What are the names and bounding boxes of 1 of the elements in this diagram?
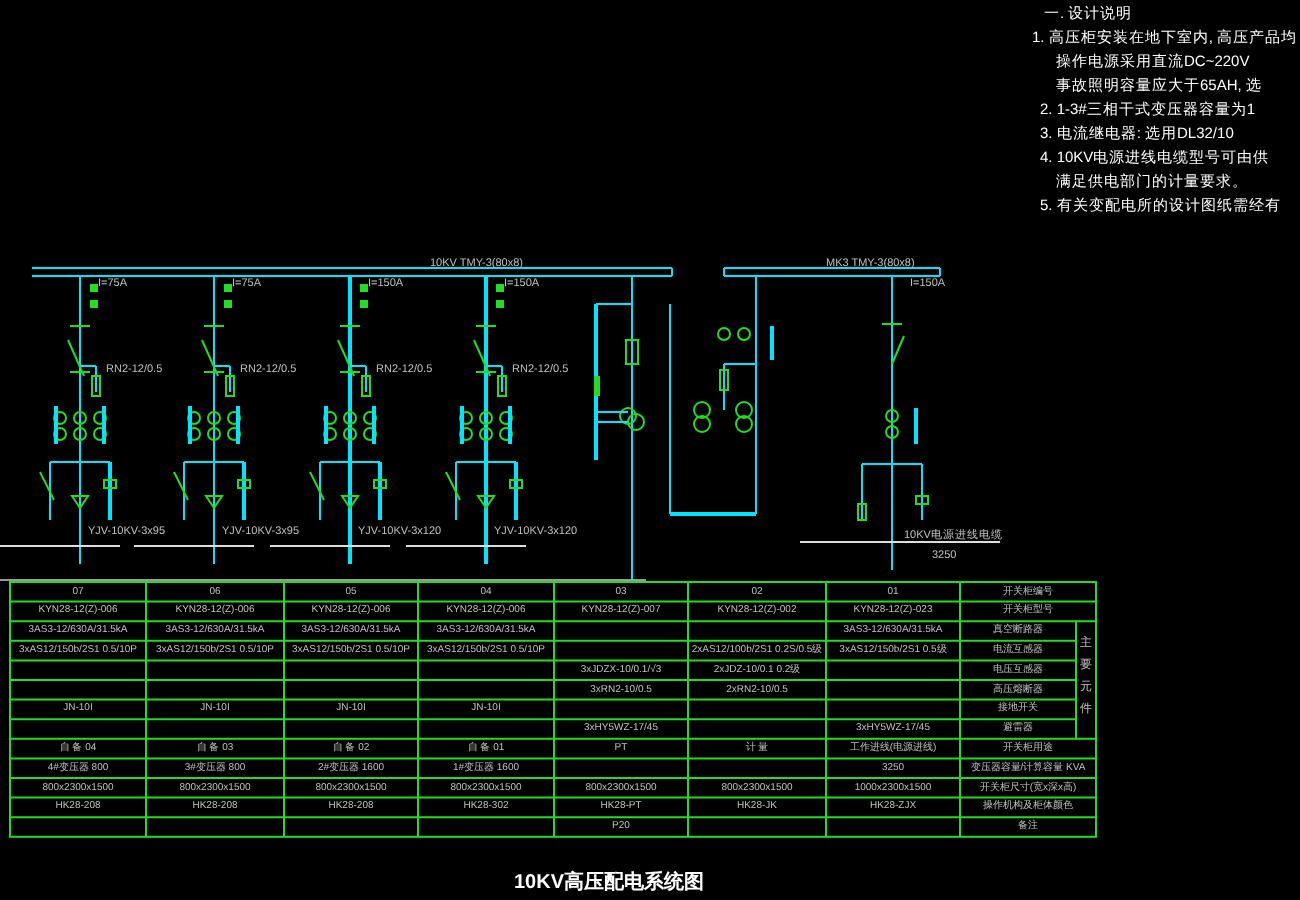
diagram-title: 10KV高压配电系统图 xyxy=(514,872,705,896)
